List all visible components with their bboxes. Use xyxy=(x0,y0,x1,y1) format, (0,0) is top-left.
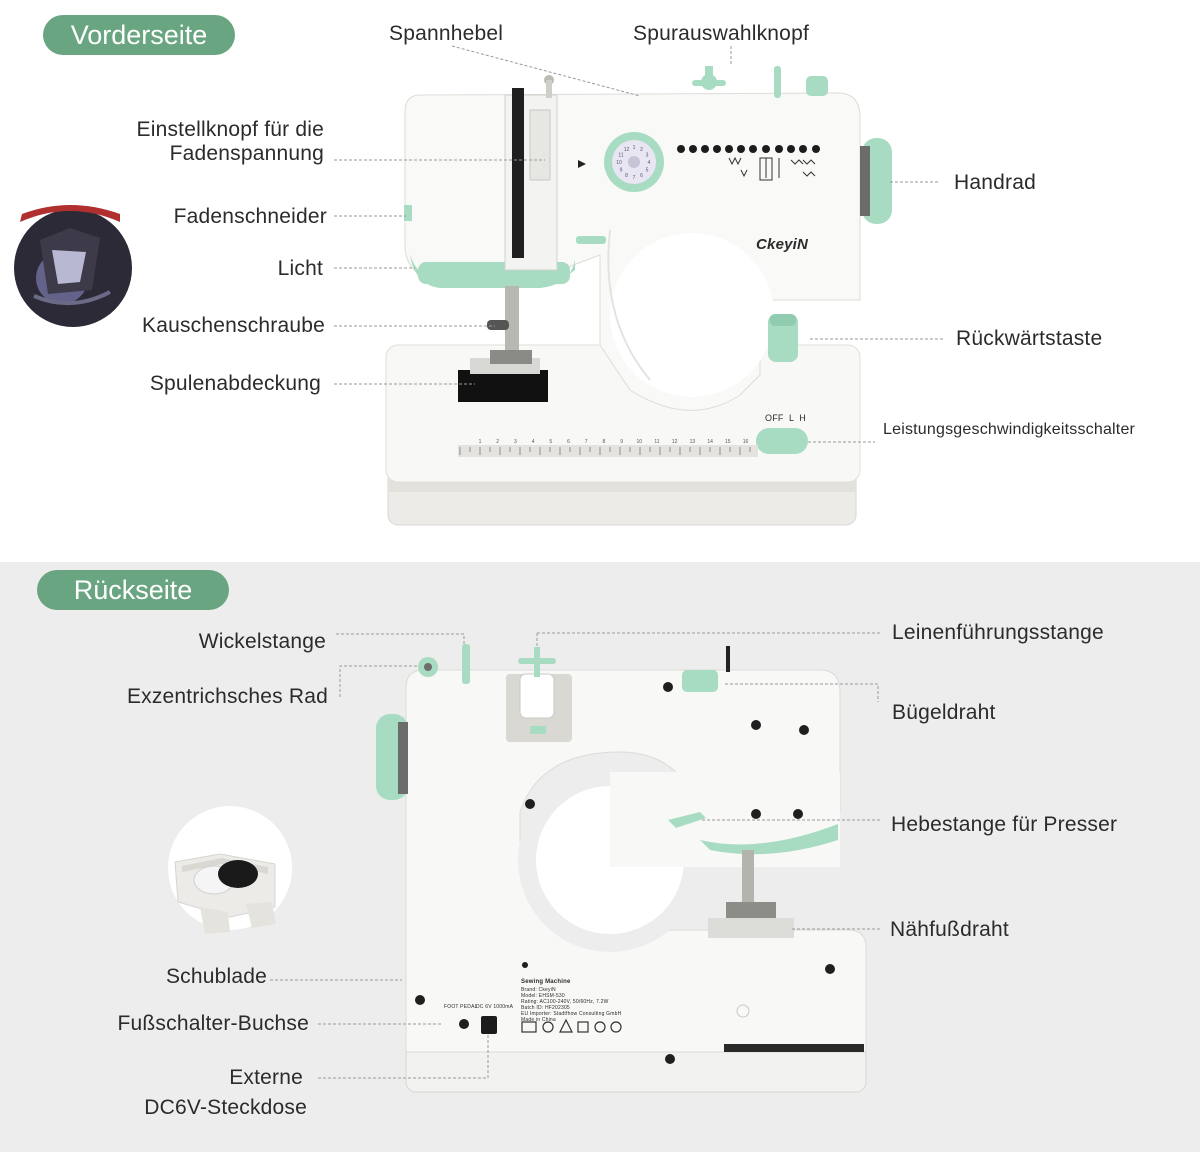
ruler-number: 13 xyxy=(690,439,696,445)
regulatory-logos xyxy=(521,1018,622,1033)
label-fussschalter-buchse: Fußschalter-Buchse xyxy=(117,1012,309,1035)
back-title: Rückseite xyxy=(37,570,229,610)
ruler-number: 12 xyxy=(672,439,678,445)
front-title: Vorderseite xyxy=(43,15,235,55)
label-einstellknopf-line1: Einstellknopf für die xyxy=(136,118,324,141)
dc-text: DC 6V 1000mA xyxy=(476,1004,514,1010)
label-spurauswahlknopf: Spurauswahlknopf xyxy=(633,22,809,45)
ruler-number: 14 xyxy=(707,439,713,445)
ruler-number: 8 xyxy=(603,439,606,445)
dial-number: 4 xyxy=(648,160,651,166)
label-licht: Licht xyxy=(277,257,323,280)
ruler-number: 7 xyxy=(585,439,588,445)
back-leader-lines xyxy=(270,632,880,1079)
ruler-number: 2 xyxy=(496,439,499,445)
label-exzentrisches-rad: Exzentrichsches Rad xyxy=(126,685,328,708)
label-hebestange: Hebestange für Presser xyxy=(891,813,1118,836)
back-screw-holes xyxy=(415,682,835,1064)
dial-number: 8 xyxy=(625,173,628,179)
rating-plate-title: Sewing Machine xyxy=(521,979,571,985)
label-spannhebel: Spannhebel xyxy=(389,22,504,45)
brand-logo: CkeyiN xyxy=(756,236,809,253)
dial-number: 6 xyxy=(640,173,643,179)
rating-plate-line: Model: EHSM-530 xyxy=(521,993,565,999)
ruler-number: 1 xyxy=(479,439,482,445)
dial-number: 3 xyxy=(646,153,649,159)
label-naehfussdraht: Nähfußdraht xyxy=(890,918,1009,941)
dial-number: 10 xyxy=(616,160,622,166)
ruler-number: 3 xyxy=(514,439,517,445)
label-handrad: Handrad xyxy=(954,171,1036,194)
label-einstellknopf-line2: Fadenspannung xyxy=(169,142,324,165)
stitch-pattern-chart xyxy=(677,145,820,181)
label-externe-line1: Externe xyxy=(229,1066,303,1089)
ruler-number: 10 xyxy=(637,439,643,445)
ruler-number: 6 xyxy=(567,439,570,445)
dial-number: 5 xyxy=(646,168,649,174)
light-inset-image xyxy=(14,205,132,327)
label-externe-line2: DC6V-Steckdose xyxy=(144,1096,307,1119)
rating-plate-line: Batch ID: HF202305 xyxy=(521,1005,570,1011)
label-spulenabdeckung: Spulenabdeckung xyxy=(149,372,321,395)
label-leinenfuehrungsstange: Leinenführungsstange xyxy=(892,621,1104,644)
dial-number: 7 xyxy=(633,175,636,181)
back-section: Rückseite xyxy=(0,562,1200,1152)
label-buegeldraht: Bügeldraht xyxy=(892,701,996,724)
label-leistungsschalter: Leistungsgeschwindigkeitsschalter xyxy=(883,421,1136,438)
ruler-number: 5 xyxy=(549,439,552,445)
speed-switch-text: OFF L H xyxy=(765,413,806,423)
dial-number: 9 xyxy=(620,168,623,174)
ruler-number: 16 xyxy=(743,439,749,445)
ruler-number: 4 xyxy=(532,439,535,445)
foot-pedal-text: FOOT PEDAL xyxy=(444,1004,478,1010)
dial-number: 2 xyxy=(640,147,643,153)
drawer-inset-image xyxy=(168,806,292,934)
rating-plate-line: Rating: AC100-240V, 50/60Hz, 7.2W xyxy=(521,999,609,1005)
ruler-number: 15 xyxy=(725,439,731,445)
ruler-number: 11 xyxy=(654,439,659,445)
label-fadenschneider: Fadenschneider xyxy=(173,205,327,228)
dial-number: 11 xyxy=(618,153,623,159)
ruler-number: 9 xyxy=(620,439,623,445)
back-illustration xyxy=(168,632,880,1093)
rating-plate-line: Brand: CkeyiN xyxy=(521,987,556,993)
dial-number: 12 xyxy=(624,147,630,153)
label-schublade: Schublade xyxy=(165,965,267,988)
rating-plate-line: EU Importer: Stadtfhow Consulting GmbH xyxy=(521,1011,622,1017)
label-wickelstange: Wickelstange xyxy=(198,630,326,653)
front-leader-lines xyxy=(334,45,945,443)
label-kauschenschraube: Kauschenschraube xyxy=(142,314,325,337)
dial-number: 1 xyxy=(633,145,636,151)
rating-plate-line: Made in China xyxy=(521,1017,556,1023)
label-rueckwaertstaste: Rückwärtstaste xyxy=(956,327,1103,350)
front-section: Vorderseite xyxy=(0,0,1200,562)
